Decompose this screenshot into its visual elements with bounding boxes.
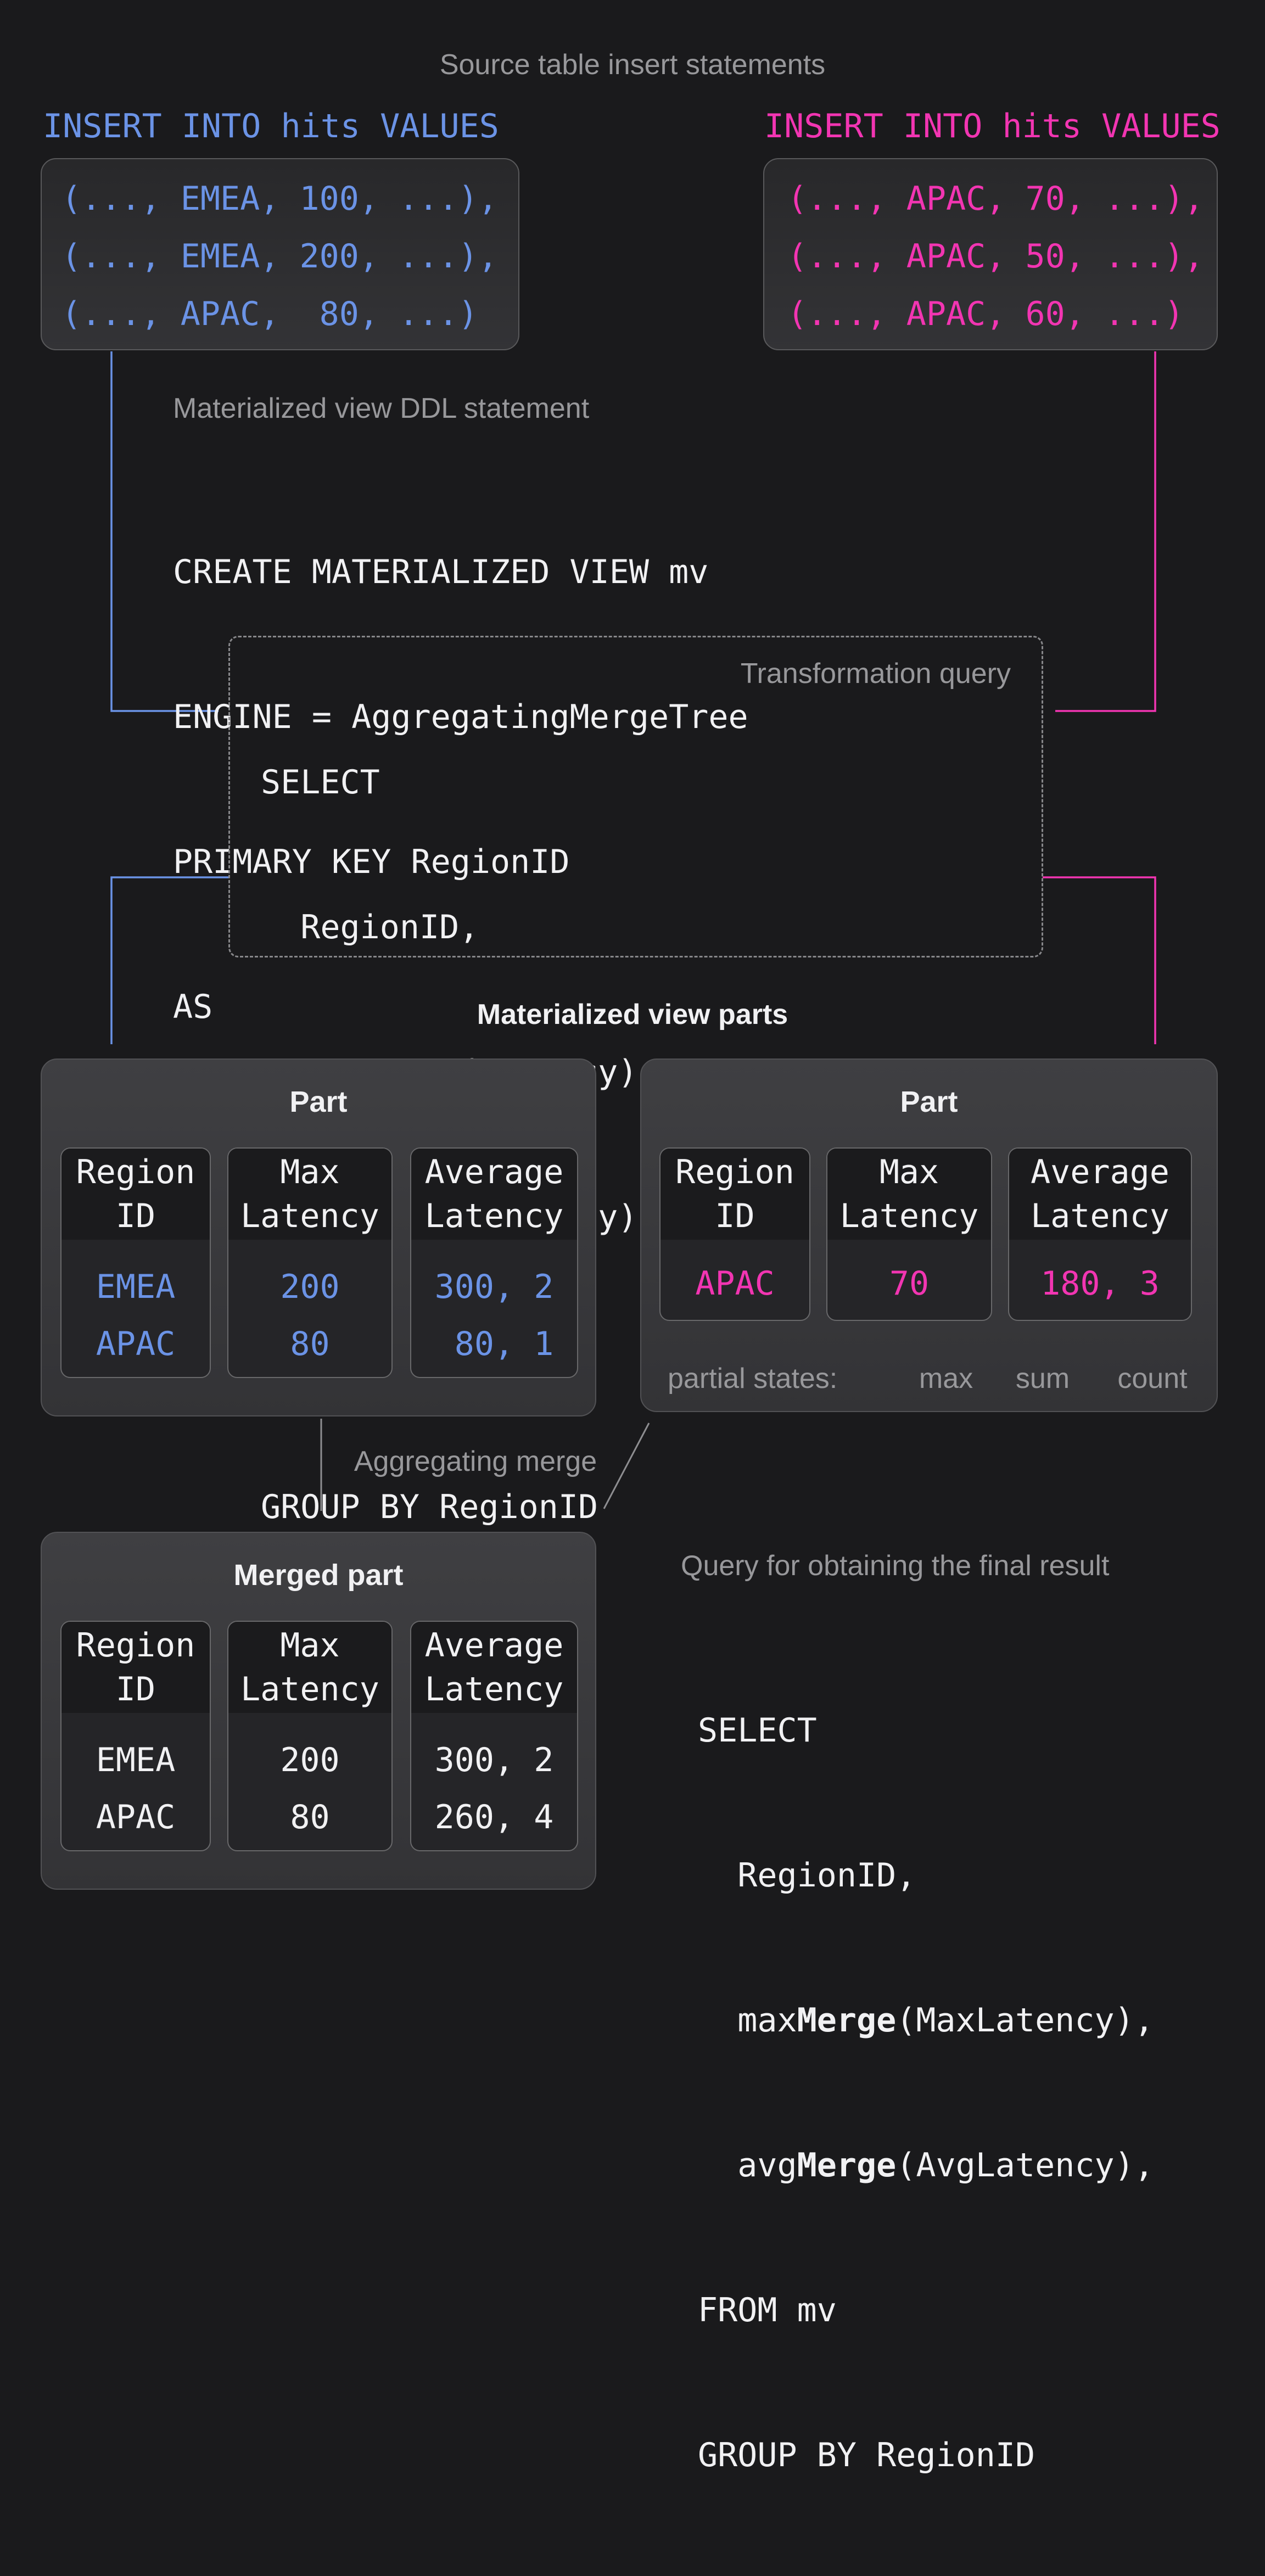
code-segment: avg bbox=[698, 2146, 797, 2185]
column-region-id: Region ID APAC bbox=[659, 1147, 810, 1321]
column-header: Average Latency bbox=[411, 1622, 577, 1713]
table-cell: APAC bbox=[695, 1264, 775, 1303]
code-line: maxMerge(MaxLatency), bbox=[698, 1996, 1154, 2045]
insert-right-row: (..., APAC, 60, ...) bbox=[787, 295, 1184, 333]
column-header: Max Latency bbox=[228, 1622, 391, 1713]
code-line: GROUP BY RegionID bbox=[261, 1488, 598, 1526]
insert-left-row: (..., EMEA, 200, ...), bbox=[61, 237, 498, 276]
table-cell: 300, 2 bbox=[434, 1268, 554, 1306]
table-cell: 300, 2 bbox=[434, 1741, 554, 1779]
code-segment-bold: Merge bbox=[797, 2001, 897, 2040]
code-line: SELECT bbox=[261, 763, 380, 802]
part-right-card: Part Region ID APAC Max Latency 70 Avera… bbox=[640, 1059, 1218, 1412]
code-segment: max bbox=[698, 2001, 797, 2040]
code-line: SELECT bbox=[698, 1711, 817, 1750]
merged-part-title: Merged part bbox=[233, 1559, 404, 1592]
connector-insert-right-to-query bbox=[1055, 351, 1156, 712]
final-query-label: Query for obtaining the final result bbox=[681, 1550, 1110, 1582]
partial-state-max: max bbox=[919, 1363, 973, 1395]
code-line: RegionID, bbox=[698, 1856, 916, 1895]
column-max-latency: Max Latency 200 80 bbox=[227, 1147, 393, 1378]
table-cell: 80 bbox=[290, 1798, 330, 1836]
transformation-query-box: Transformation query SELECT RegionID, ma… bbox=[228, 636, 1043, 1526]
column-max-latency: Max Latency 200 80 bbox=[227, 1621, 393, 1851]
code-line: GROUP BY RegionID bbox=[698, 2436, 1035, 2474]
code-segment-bold: Merge bbox=[797, 2146, 897, 2185]
ddl-code-line: CREATE MATERIALIZED VIEW mv bbox=[173, 553, 709, 591]
partial-state-count: count bbox=[1117, 1363, 1188, 1395]
table-cell: 180, 3 bbox=[1040, 1264, 1160, 1303]
insert-left-row: (..., EMEA, 100, ...), bbox=[61, 180, 498, 218]
table-cell: 80, 1 bbox=[434, 1325, 554, 1363]
column-header: Region ID bbox=[61, 1622, 210, 1713]
ddl-code: CREATE MATERIALIZED VIEW mv ENGINE = Agg… bbox=[173, 451, 748, 1128]
insert-right-row: (..., APAC, 70, ...), bbox=[787, 180, 1204, 218]
table-cell: APAC bbox=[96, 1798, 176, 1836]
parts-section-title: Materialized view parts bbox=[477, 999, 788, 1031]
column-average-latency: Average Latency 300, 2 80, 1 bbox=[410, 1147, 578, 1378]
table-cell: 70 bbox=[889, 1264, 930, 1303]
insert-right-box: (..., APAC, 70, ...), (..., APAC, 50, ..… bbox=[763, 158, 1218, 350]
column-max-latency: Max Latency 70 bbox=[826, 1147, 992, 1321]
ddl-code-line: ENGINE = AggregatingMergeTree bbox=[173, 698, 748, 736]
ddl-label: Materialized view DDL statement bbox=[173, 393, 590, 424]
insert-left-box: (..., EMEA, 100, ...), (..., EMEA, 200, … bbox=[41, 158, 519, 350]
ddl-code-line: AS bbox=[173, 988, 213, 1026]
page-title: Source table insert statements bbox=[439, 49, 826, 81]
code-segment: (MaxLatency), bbox=[896, 2001, 1154, 2040]
insert-left-label: INSERT INTO hits VALUES bbox=[43, 107, 499, 145]
column-average-latency: Average Latency 180, 3 bbox=[1008, 1147, 1192, 1321]
column-header: Region ID bbox=[661, 1149, 809, 1240]
insert-right-label: INSERT INTO hits VALUES bbox=[764, 107, 1221, 145]
code-line: RegionID, bbox=[261, 908, 479, 947]
partial-states-label: partial states: bbox=[668, 1363, 838, 1395]
partial-state-sum: sum bbox=[1015, 1363, 1070, 1395]
code-line: avgMerge(AvgLatency), bbox=[698, 2141, 1154, 2189]
part-title: Part bbox=[900, 1085, 958, 1118]
column-header: Max Latency bbox=[827, 1149, 991, 1240]
table-cell: 200 bbox=[280, 1268, 340, 1306]
column-header: Average Latency bbox=[1009, 1149, 1191, 1240]
table-cell: APAC bbox=[96, 1325, 176, 1363]
ddl-code-line: PRIMARY KEY RegionID bbox=[173, 843, 570, 881]
column-header: Max Latency bbox=[228, 1149, 391, 1240]
column-header: Average Latency bbox=[411, 1149, 577, 1240]
materialized-view-diagram: Source table insert statements INSERT IN… bbox=[41, 49, 1221, 2474]
code-segment: (AvgLatency), bbox=[896, 2146, 1154, 2185]
insert-right-row: (..., APAC, 50, ...), bbox=[787, 237, 1204, 276]
table-cell: 200 bbox=[280, 1741, 340, 1779]
table-cell: 260, 4 bbox=[434, 1798, 554, 1836]
transformation-query-label: Transformation query bbox=[740, 658, 1011, 690]
merged-part-card: Merged part Region ID EMEA APAC Max Late… bbox=[41, 1532, 596, 1890]
table-cell: EMEA bbox=[96, 1741, 176, 1779]
part-left-card: Part Region ID EMEA APAC Max Latency 200… bbox=[41, 1059, 596, 1416]
code-line: FROM mv bbox=[698, 2291, 837, 2329]
column-average-latency: Average Latency 300, 2 260, 4 bbox=[410, 1621, 578, 1851]
column-header: Region ID bbox=[61, 1149, 210, 1240]
aggregating-merge-label: Aggregating merge bbox=[354, 1446, 597, 1477]
part-title: Part bbox=[289, 1085, 348, 1118]
column-region-id: Region ID EMEA APAC bbox=[60, 1147, 211, 1378]
table-cell: EMEA bbox=[96, 1268, 176, 1306]
column-region-id: Region ID EMEA APAC bbox=[60, 1621, 211, 1851]
insert-left-row: (..., APAC, 80, ...) bbox=[61, 295, 478, 333]
final-query-code: SELECT RegionID, maxMerge(MaxLatency), a… bbox=[698, 1610, 1154, 2576]
table-cell: 80 bbox=[290, 1325, 330, 1363]
